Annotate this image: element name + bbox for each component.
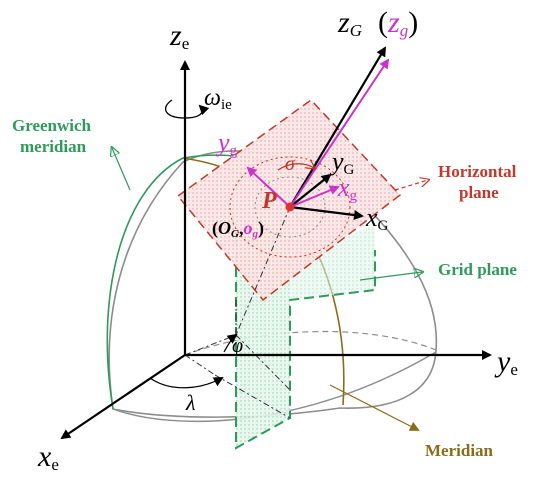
label-z-e: ze	[169, 19, 189, 53]
label-x-g: xg	[337, 173, 358, 204]
label-y-G: yG	[329, 147, 355, 178]
label-horizontal-line2: plane	[459, 183, 499, 202]
construction-lines	[184, 206, 291, 419]
axis-x-g	[289, 185, 340, 208]
horizontal-plane-edge	[176, 99, 402, 302]
axis-y-g	[246, 166, 291, 208]
phi-arc	[223, 333, 238, 353]
axis-x-G	[289, 205, 364, 220]
label-y-e: ye	[494, 345, 518, 379]
label-x-G: xG	[365, 203, 389, 234]
label-origin: (OG,og)	[212, 218, 264, 240]
label-lambda: λ	[185, 390, 196, 415]
grid-plane-edge	[235, 237, 376, 450]
label-meridian: Meridian	[425, 441, 494, 460]
axis-z-G	[289, 46, 387, 208]
axis-x-e	[60, 354, 186, 440]
greenwich-meridian-curve	[106, 157, 184, 410]
meridian-leader	[329, 384, 420, 431]
grid-plane-right	[290, 225, 375, 300]
label-z-g: (zg)	[378, 6, 418, 40]
label-grid-plane: Grid plane	[438, 260, 517, 279]
label-sigma: σ	[285, 153, 296, 175]
label-point-P: P	[261, 188, 277, 214]
point-P-marker	[285, 202, 295, 212]
grid-plane-leader	[359, 272, 422, 281]
label-z-G: zG	[337, 6, 362, 40]
label-greenwich-line2: meridian	[20, 137, 87, 156]
inner-ellipse	[254, 176, 326, 238]
label-x-e: xe	[37, 440, 59, 474]
sigma-angle-arc	[277, 164, 314, 171]
label-greenwich-line1: Greenwich	[12, 116, 92, 135]
axis-z-g	[289, 58, 390, 208]
label-horizontal-line1: Horizontal	[438, 162, 517, 181]
horizontal-plane	[178, 100, 400, 300]
equator-back	[184, 330, 437, 356]
greenwich-leader	[112, 148, 131, 191]
lambda-arc	[149, 377, 224, 389]
horizontal-plane-leader	[394, 180, 428, 191]
label-y-g: yg	[215, 128, 238, 159]
sigma-ellipse	[229, 156, 351, 258]
axis-y-G	[289, 173, 332, 208]
omega-arc	[164, 99, 210, 119]
label-omega: ωie	[204, 85, 232, 113]
label-phi: φ	[232, 335, 243, 357]
hemisphere-outline	[108, 150, 438, 418]
